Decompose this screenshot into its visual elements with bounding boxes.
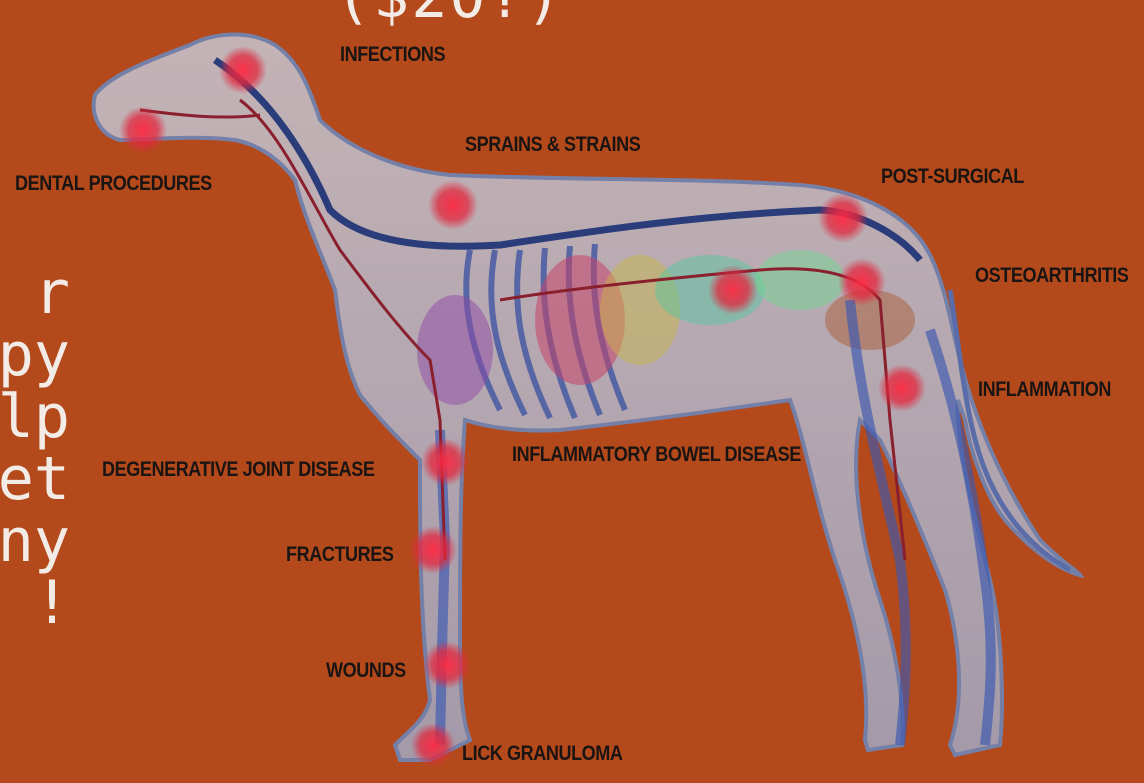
label-sprains-strains: SPRAINS & STRAINS	[465, 133, 640, 157]
label-lick-granuloma: LICK GRANULOMA	[462, 742, 623, 766]
label-fractures: FRACTURES	[286, 543, 394, 567]
label-degenerative-joint-disease: DEGENERATIVE JOINT DISEASE	[102, 458, 374, 482]
label-osteoarthritis: OSTEOARTHRITIS	[975, 264, 1129, 288]
label-wounds: WOUNDS	[326, 659, 406, 683]
label-infections: INFECTIONS	[340, 43, 445, 67]
label-inflammation: INFLAMMATION	[978, 378, 1111, 402]
label-post-surgical: POST-SURGICAL	[881, 165, 1024, 189]
label-dental-procedures: DENTAL PROCEDURES	[15, 172, 212, 196]
label-inflammatory-bowel-disease: INFLAMMATORY BOWEL DISEASE	[512, 443, 801, 467]
